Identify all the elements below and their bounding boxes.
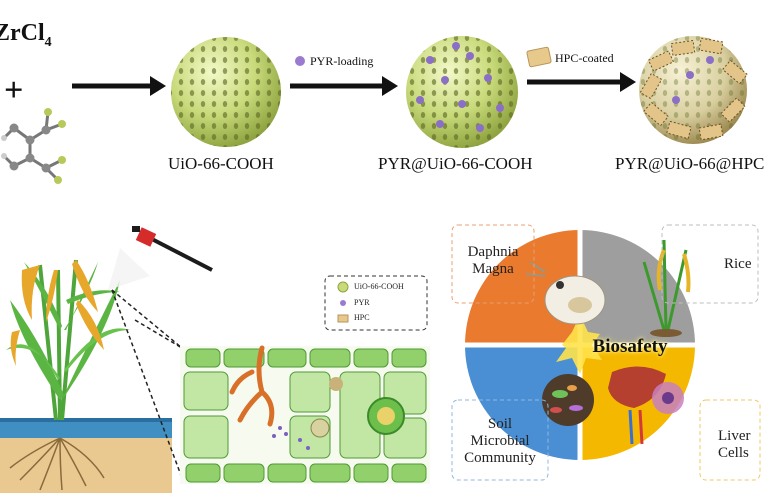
rice-label-line1: Rice (724, 256, 752, 272)
legend-uio-icon (337, 281, 349, 293)
legend-pyr-icon (340, 300, 346, 306)
pyr-dot-icon (295, 56, 305, 66)
rice-photo-icon (642, 239, 691, 337)
coated-label: PYR@UiO-66@HPC (615, 154, 764, 173)
ligand-molecule-icon (1, 108, 66, 184)
daphnia-label: Daphnia Magna (456, 244, 530, 278)
legend-hpc-icon (337, 314, 349, 323)
liver-label-box (699, 399, 761, 481)
segment-soil (465, 345, 580, 460)
segment-daphnia (465, 230, 580, 345)
daphnia-label-box (451, 224, 535, 304)
hpc-tile-icon (526, 46, 552, 68)
legend-label-uio: UiO-66-COOH (354, 282, 404, 291)
soil-label-line3: Community (464, 450, 536, 466)
reactant-label: ZrCl4 (0, 20, 52, 50)
legend-box (324, 275, 428, 331)
liver-label-line2: Cells (718, 445, 749, 461)
plus-sign: + (4, 72, 24, 109)
liver-label-line1: Liver (718, 428, 751, 444)
loaded-label: PYR@UiO-66-COOH (378, 154, 533, 173)
soil-microbe-icon (542, 374, 594, 426)
daphnia-icon (525, 261, 606, 325)
mof-label: UiO-66-COOH (168, 154, 274, 173)
biosafety-title: Biosafety (592, 336, 668, 357)
legend-label-pyr: PYR (354, 298, 370, 307)
soil-label-line1: Soil (487, 416, 513, 432)
pyr-loaded-sphere-icon (406, 36, 518, 148)
soil-label-box (451, 399, 549, 481)
water-layer (0, 418, 172, 438)
daphnia-label-line1: Daphnia (467, 244, 519, 260)
uio66-sphere-icon (171, 37, 281, 147)
hpc-coated-sphere-icon (639, 36, 748, 144)
sprayer-icon (108, 226, 213, 290)
rice-plant-icon (6, 259, 130, 421)
arrow-2-icon (290, 76, 398, 96)
arrow-3-icon (527, 72, 636, 92)
rice-label: Rice (724, 256, 764, 273)
soil-layer (0, 438, 172, 493)
liver-cell-icon (608, 366, 684, 445)
step1-label: PYR-loading (310, 54, 374, 68)
arrow-1-icon (72, 76, 166, 96)
legend-label-hpc: HPC (354, 313, 370, 322)
soil-label: Soil Microbial Community (456, 416, 544, 467)
liver-label: Liver Cells (718, 428, 758, 462)
roots-icon (9, 437, 105, 491)
leaf-tissue-section (180, 345, 430, 484)
daphnia-label-line2: Magna (472, 261, 514, 277)
soil-label-line2: Microbial (470, 433, 530, 449)
rice-label-box (661, 224, 759, 304)
step2-label: HPC-coated (555, 51, 614, 65)
